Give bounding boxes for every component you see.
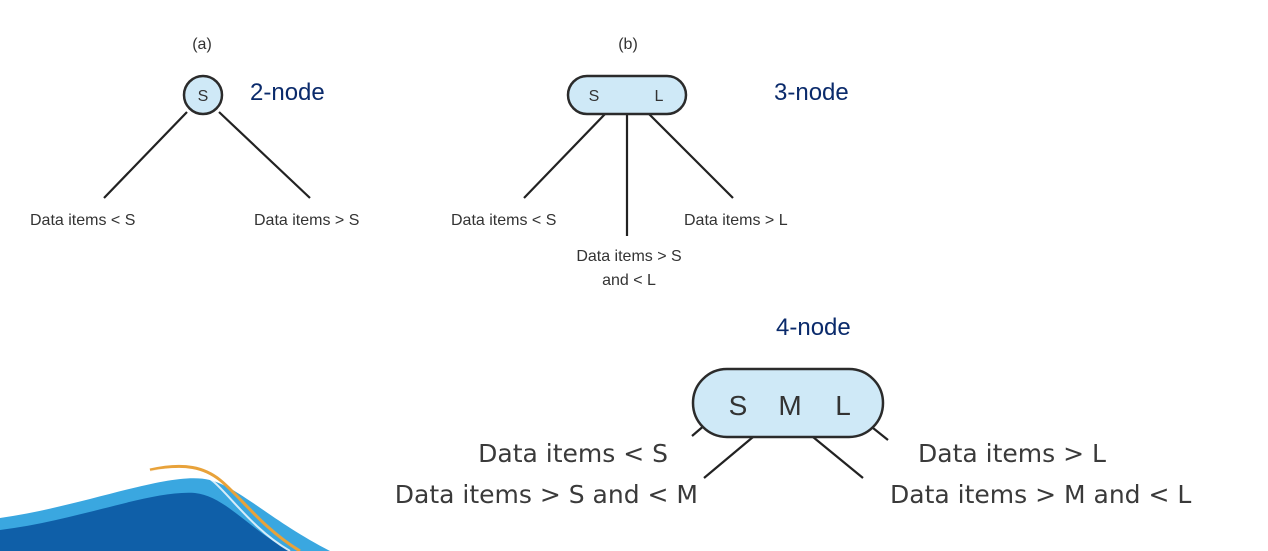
node-4-node	[691, 367, 885, 439]
node-b-key-l: L	[655, 88, 664, 105]
panel-b-child-middle-line2: and < L	[602, 272, 656, 289]
panel-b-child-middle-line1: Data items > S	[576, 248, 681, 265]
panel-c-child-1: Data items < S	[478, 439, 668, 468]
edge-a-right	[218, 111, 311, 199]
panel-c-child-3: Data items > M and < L	[890, 480, 1191, 509]
label-3-node: 3-node	[774, 79, 849, 106]
panel-a-child-left: Data items < S	[30, 212, 135, 229]
label-2-node: 2-node	[250, 79, 325, 106]
panel-b-caption: (b)	[618, 36, 638, 53]
node-3-node	[566, 74, 688, 116]
edge-b-left	[523, 112, 607, 199]
decorative-wave	[0, 464, 330, 551]
panel-a-child-right: Data items > S	[254, 212, 359, 229]
edge-c-2	[703, 436, 754, 479]
panel-b-child-left: Data items < S	[451, 212, 556, 229]
node-b-key-s: S	[589, 88, 600, 105]
panel-a-2-node: (a) S 2-node Data items < S Data items >…	[30, 36, 359, 229]
edge-c-4	[872, 427, 889, 441]
panel-c-child-2: Data items > S and < M	[395, 480, 698, 509]
panel-c-child-4: Data items > L	[918, 439, 1106, 468]
node-a-key-s: S	[198, 88, 209, 105]
panel-a-caption: (a)	[192, 36, 212, 53]
node-c-key-s: S	[729, 390, 748, 421]
node-c-key-l: L	[835, 390, 851, 421]
panel-c-4-node: 4-node S M L Data items < S Data items >…	[395, 314, 1192, 509]
node-c-key-m: M	[778, 390, 801, 421]
edge-b-right	[647, 112, 734, 199]
label-4-node: 4-node	[776, 314, 851, 341]
edge-a-left	[103, 111, 188, 199]
node-2-node	[182, 74, 224, 116]
panel-b-3-node: (b) S L 3-node Data items < S Data items…	[451, 36, 849, 289]
edge-c-3	[812, 436, 864, 479]
panel-b-child-right: Data items > L	[684, 212, 788, 229]
